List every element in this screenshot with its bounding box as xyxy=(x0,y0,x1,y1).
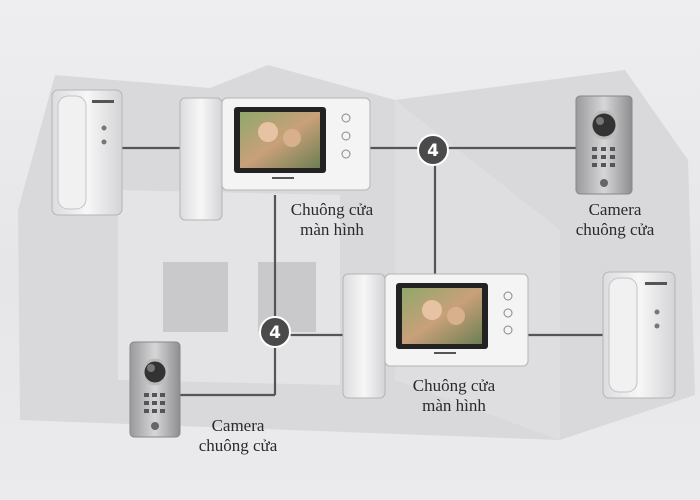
monitor-bottom-button-1 xyxy=(503,291,513,301)
monitor-top-button-2 xyxy=(341,131,351,141)
monitor-bottom-button-2 xyxy=(503,308,513,318)
monitor-bottom-button-3 xyxy=(503,325,513,335)
monitor-bottom-handset xyxy=(342,273,386,399)
camera-left-call-button xyxy=(151,422,159,430)
video-monitor-bottom xyxy=(342,273,529,399)
cable-badge-bottom-text: 4 xyxy=(269,323,281,343)
monitor-top-handset xyxy=(179,97,223,221)
label-camera-right-line2: chuông cửa xyxy=(575,220,655,239)
monitor-top-button-3 xyxy=(341,149,351,159)
cable-badge-bottom: 4 xyxy=(259,316,291,348)
monitor-top-screen xyxy=(240,112,320,168)
camera-right-lens xyxy=(589,110,619,140)
label-camera-right-line1: Camera xyxy=(588,200,642,219)
label-monitor-bottom-line1: Chuông cửa xyxy=(412,376,496,395)
label-camera-right: Camera chuông cửa xyxy=(560,200,670,240)
label-monitor-bottom-line2: màn hình xyxy=(422,396,486,415)
cable-badge-top-text: 4 xyxy=(427,141,439,161)
label-camera-left: Camera chuông cửa xyxy=(183,416,293,456)
label-monitor-bottom: Chuông cửa màn hình xyxy=(394,376,514,416)
video-monitor-top xyxy=(179,97,371,221)
camera-right-call-button xyxy=(600,179,608,187)
handset-top-left xyxy=(51,89,123,216)
label-monitor-top-line1: Chuông cửa xyxy=(290,200,374,219)
cable-badge-top: 4 xyxy=(417,134,449,166)
handset-bottom-right xyxy=(602,271,676,399)
label-monitor-top: Chuông cửa màn hình xyxy=(272,200,392,240)
wiring xyxy=(122,146,605,397)
label-camera-left-line2: chuông cửa xyxy=(198,436,278,455)
monitor-bottom-screen xyxy=(402,288,482,344)
door-camera-left xyxy=(129,341,181,438)
camera-left-lens xyxy=(141,358,169,386)
monitor-top-button-1 xyxy=(341,113,351,123)
door-camera-right xyxy=(575,95,633,195)
label-monitor-top-line2: màn hình xyxy=(300,220,364,239)
window-left xyxy=(163,262,228,332)
label-camera-left-line1: Camera xyxy=(211,416,265,435)
